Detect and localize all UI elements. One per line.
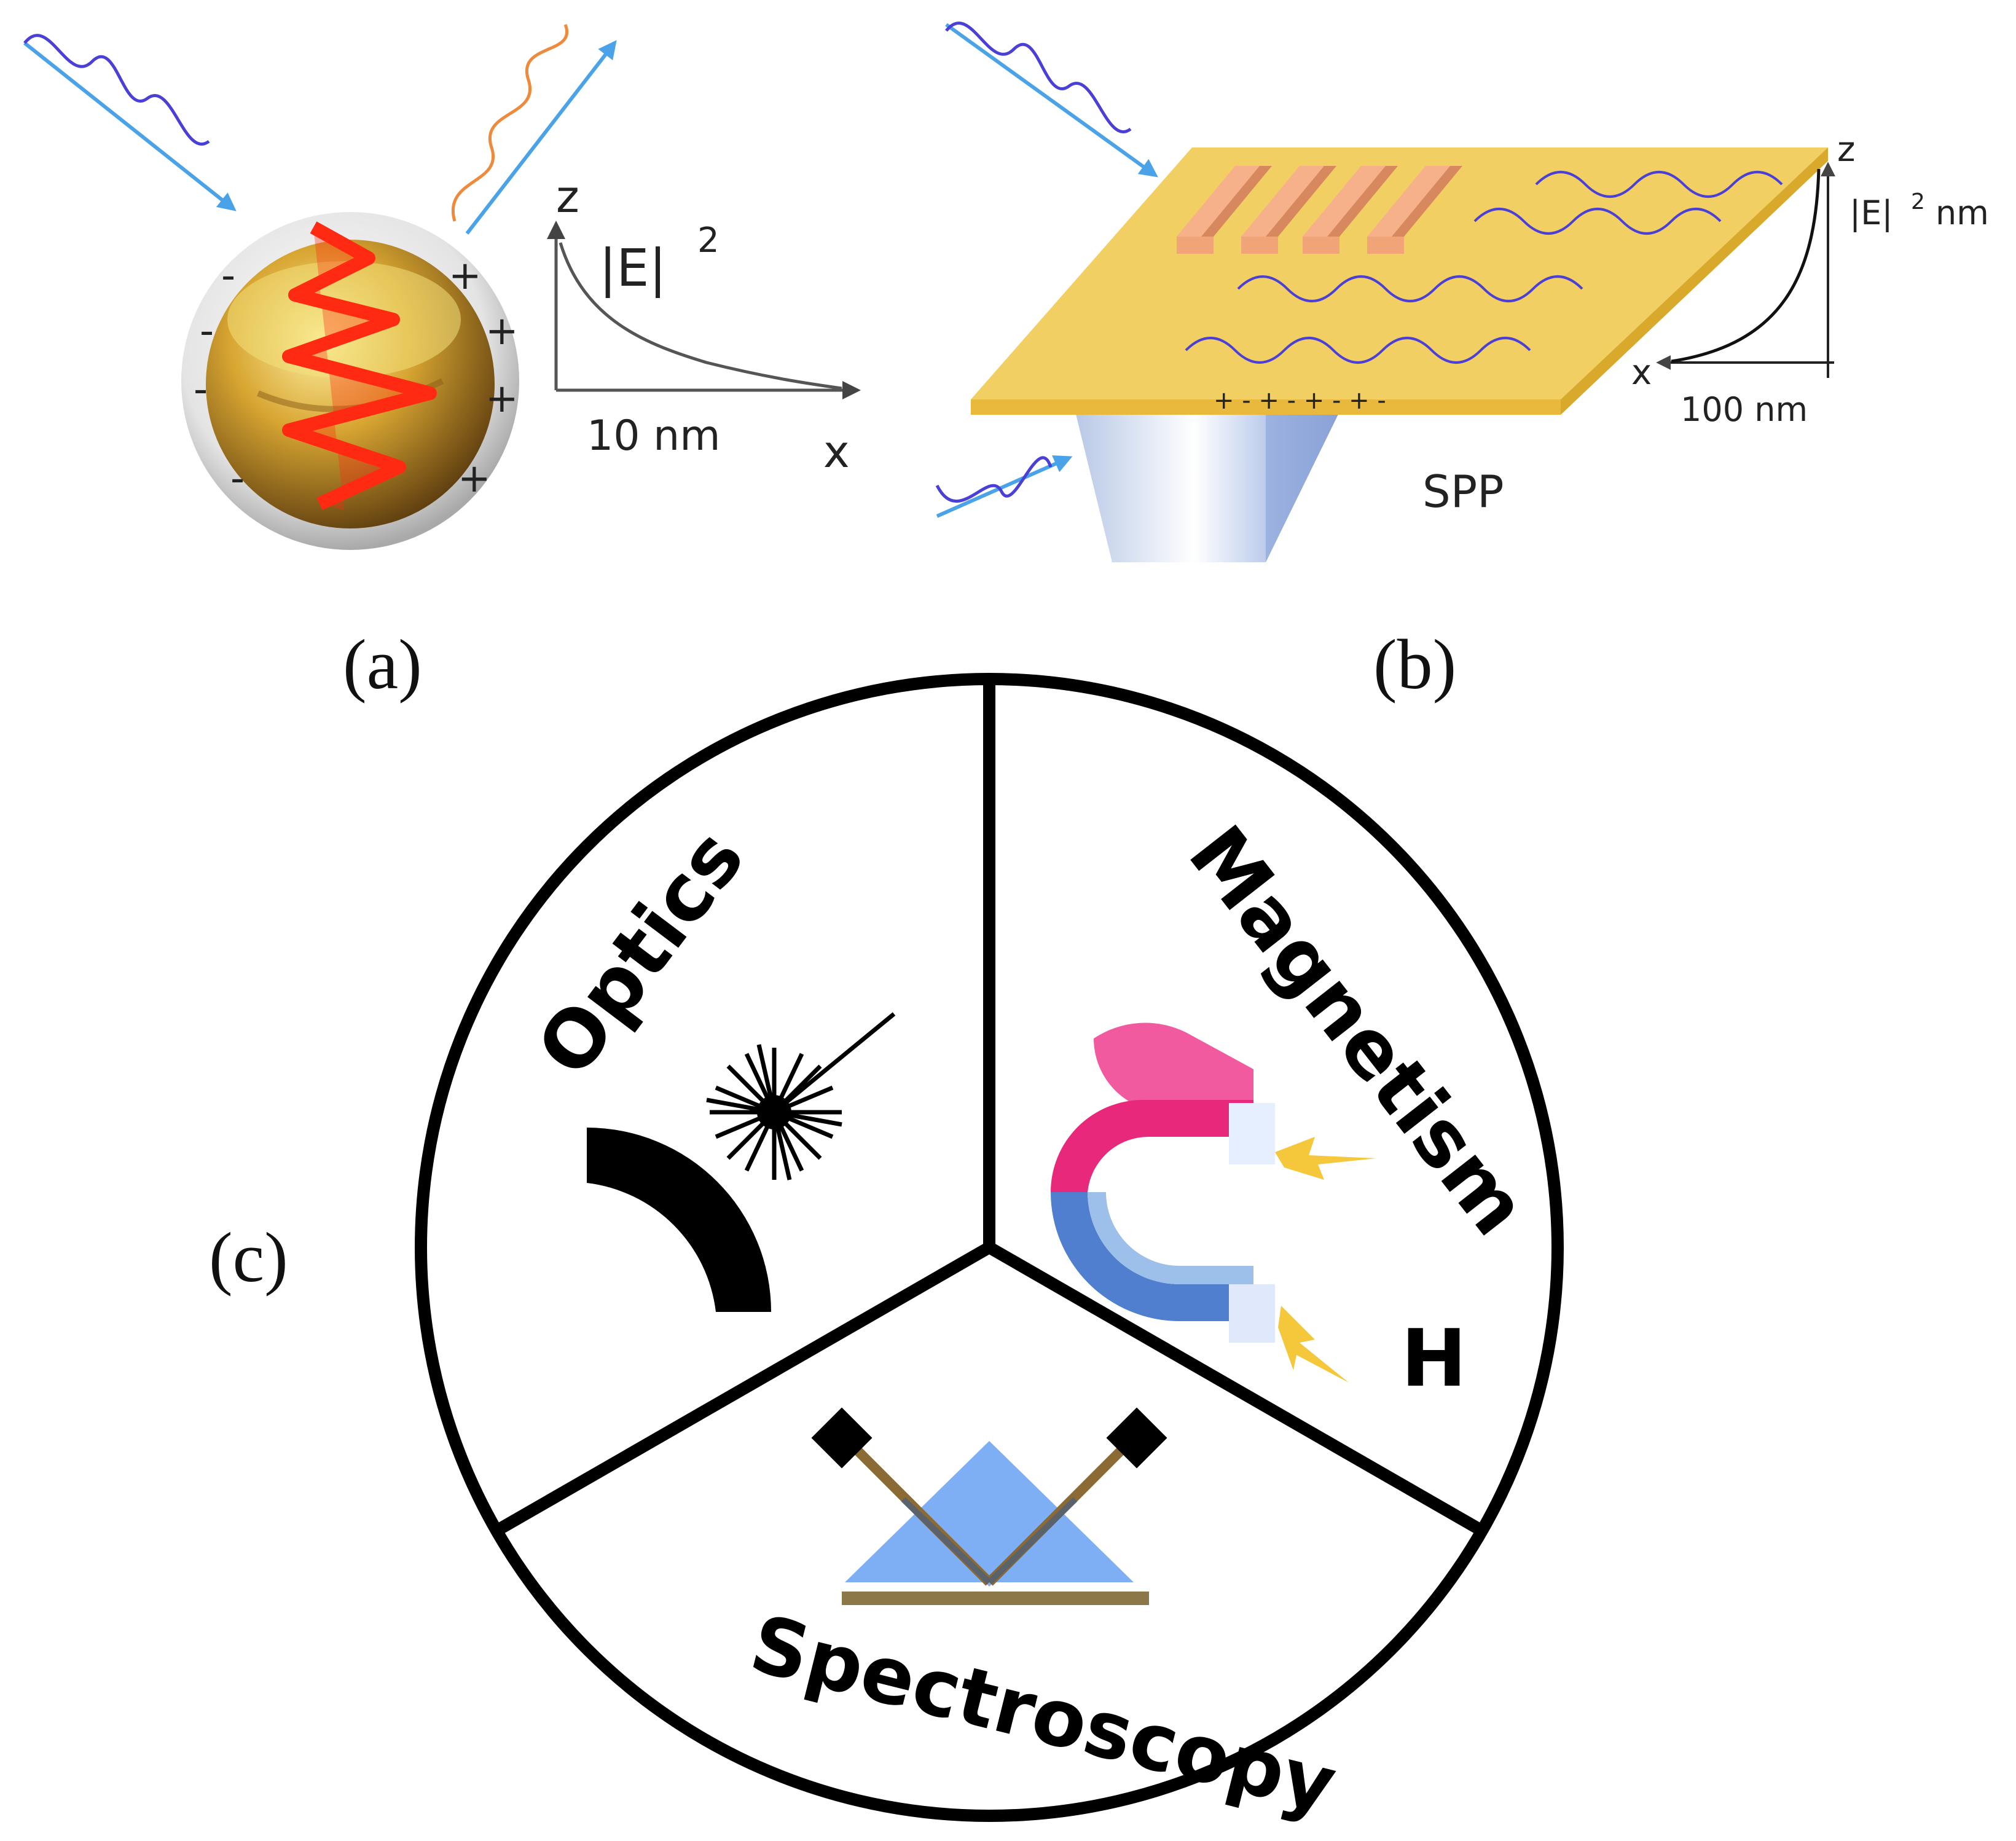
incident-wave-icon [945,22,1158,178]
magnetism-label: Magnetism [1171,809,1545,1252]
sector-wheel [415,673,1564,1822]
field-intensity-label: |E| [599,238,667,298]
axis-x-label: x [823,426,850,477]
grating-bar [1367,166,1462,254]
panel-a: - - - - + + + + z x |E| 2 10 nm (a) [23,24,861,704]
gold-film [971,147,1828,415]
grating-bar [1177,166,1272,254]
charge-minus: - [230,456,245,501]
field-exponent: 2 [1911,189,1925,214]
charge-minus: - [221,253,235,299]
charge-plus: + [458,456,491,501]
charges-left: - - - - [194,253,245,501]
optics-label: Optics [520,814,762,1093]
mirror-icon [587,1128,771,1312]
charge-plus: + [449,253,482,299]
magnetism-sector: Magnetism H [1051,809,1545,1405]
lightning-icon [1278,1306,1349,1383]
panel-c: (c) Optics [209,673,1564,1832]
scale-label-a: 10 nm [587,412,720,460]
surface-waves [1185,171,1783,364]
field-unit: nm [1936,194,1989,232]
divider-left [495,1242,992,1536]
field-symbol-h: H [1401,1313,1467,1405]
nanoparticle-icon [181,212,519,550]
axis-z-label: z [556,171,579,222]
prism-icon [845,1441,1134,1582]
spp-label: SPP [1422,466,1504,517]
incident-wave-icon [23,34,237,211]
panel-label-b: (b) [1373,626,1456,704]
charge-minus: - [194,367,208,412]
axis-x-label: x [1631,353,1652,393]
grating-bars [1177,166,1462,254]
magnet-icon [1051,1023,1275,1343]
optics-sector: Optics [520,814,896,1312]
divider-right [986,1242,1484,1536]
base-plate [842,1592,1149,1605]
prism-icon [1075,412,1339,562]
charge-minus: - [200,308,214,354]
decay-plot-a: z x |E| 2 10 nm [547,171,861,477]
panel-b: + - + - + - + - z x |E| 2 nm 100 nm SPP … [935,22,1989,704]
field-exponent: 2 [697,221,720,261]
decay-plot-b: z x |E| 2 nm 100 nm [1631,130,1989,429]
field-intensity-label: |E| [1849,194,1893,232]
incident-wave-icon [935,455,1073,518]
charge-plus: + [485,308,519,354]
axis-z-label: z [1837,130,1855,170]
lightning-icon [1275,1137,1376,1180]
grating-bar [1303,166,1398,254]
scale-label-b: 100 nm [1681,390,1808,429]
laser-burst-icon [706,1012,896,1180]
panel-label-a: (a) [343,626,422,704]
surface-charges: + - + - + - + - [1214,387,1386,415]
spectroscopy-sector: Spectroscopy [742,1407,1344,1832]
panel-label-c: (c) [209,1219,288,1297]
charges-right: + + + + [449,253,519,501]
grating-bar [1241,166,1336,254]
charge-plus: + [485,376,519,422]
scattered-wave-icon [452,24,617,235]
